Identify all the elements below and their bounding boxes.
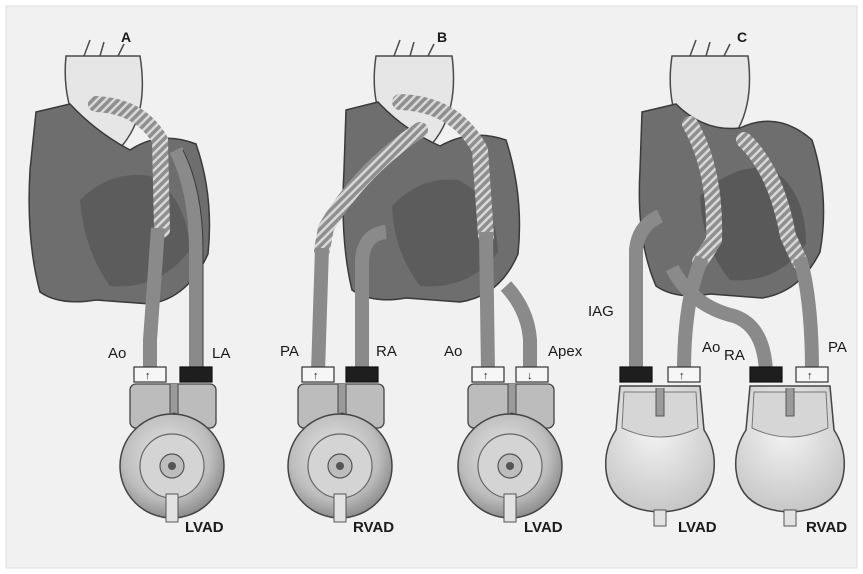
arrow-up-icon: ↑ bbox=[807, 370, 813, 382]
panel-b-connector-4: ↓ bbox=[516, 367, 548, 382]
panel-a-label-la: LA bbox=[212, 345, 230, 362]
arrow-up-icon: ↑ bbox=[313, 370, 319, 382]
panel-b-rvad-label: RVAD bbox=[353, 519, 394, 536]
arrow-down-icon: ↓ bbox=[357, 370, 363, 382]
panel-a-connector-1: ↑ bbox=[134, 367, 166, 382]
arrow-up-icon: ↑ bbox=[145, 370, 151, 382]
panel-c-label-ra: RA bbox=[724, 347, 745, 364]
panel-c-rvad-label: RVAD bbox=[806, 519, 847, 536]
panel-a-connector-2: ↓ bbox=[180, 367, 212, 382]
arrow-down-icon: ↓ bbox=[527, 370, 533, 382]
panel-b-ao-cannula bbox=[486, 232, 488, 372]
panel-c-label-ao: Ao bbox=[702, 339, 720, 356]
panel-a-label-ao: Ao bbox=[108, 345, 126, 362]
arrow-down-icon: ↓ bbox=[761, 370, 767, 382]
panel-b-connector-2: ↓ bbox=[346, 367, 378, 382]
panel-b-lvad-pump bbox=[458, 384, 562, 522]
panel-c-connector-4: ↑ bbox=[796, 367, 828, 382]
panel-b-label-apex: Apex bbox=[548, 343, 583, 360]
panel-c-connector-3: ↓ bbox=[750, 367, 782, 382]
panel-b-connector-3: ↑ bbox=[472, 367, 504, 382]
panel-b-letter: B bbox=[437, 29, 447, 45]
panel-c-letter: C bbox=[737, 29, 747, 45]
panel-a-ao-cannula bbox=[150, 228, 158, 372]
panel-b-connector-1: ↑ bbox=[302, 367, 334, 382]
panel-a-letter: A bbox=[121, 29, 131, 45]
panel-b-rvad-pump bbox=[288, 384, 392, 522]
panel-b-label-pa: PA bbox=[280, 343, 299, 360]
panel-a-device-label: LVAD bbox=[185, 519, 224, 536]
panel-a-pump bbox=[120, 384, 224, 522]
panel-c-connector-2: ↑ bbox=[668, 367, 700, 382]
panel-b-label-ra: RA bbox=[376, 343, 397, 360]
arrow-up-icon: ↑ bbox=[483, 370, 489, 382]
arrow-down-icon: ↓ bbox=[191, 370, 197, 382]
panel-b-pa-cannula bbox=[318, 248, 322, 372]
panel-c-label-iag: IAG bbox=[588, 303, 614, 320]
panel-b-lvad-label: LVAD bbox=[524, 519, 563, 536]
arrow-down-icon: ↓ bbox=[631, 370, 637, 382]
arrow-up-icon: ↑ bbox=[679, 370, 685, 382]
panel-c-lvad-label: LVAD bbox=[678, 519, 717, 536]
panel-c-label-pa: PA bbox=[828, 339, 847, 356]
panel-c-connector-1: ↓ bbox=[620, 367, 652, 382]
panel-b-label-ao: Ao bbox=[444, 343, 462, 360]
